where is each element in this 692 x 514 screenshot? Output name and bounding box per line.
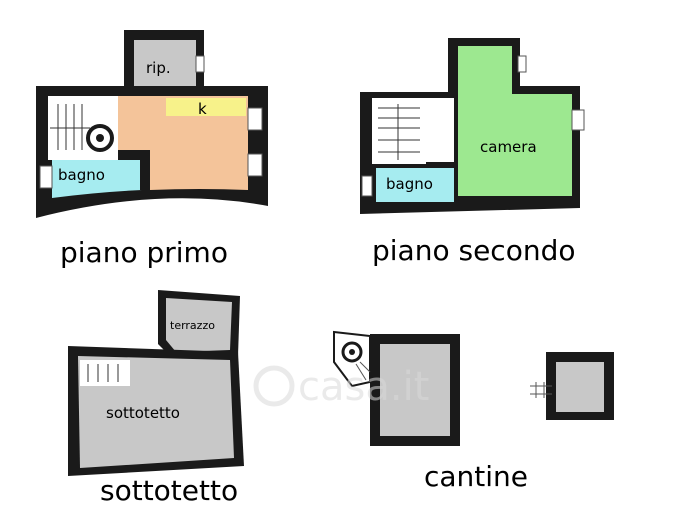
room-label-terrace: terrazzo bbox=[170, 319, 215, 332]
window bbox=[247, 153, 263, 177]
stair-area bbox=[372, 98, 426, 164]
room-label-attic: sottotetto bbox=[106, 404, 180, 422]
stair-icon bbox=[50, 104, 90, 150]
door-icon bbox=[530, 382, 552, 398]
watermark-logo-icon bbox=[253, 365, 295, 407]
room-label-storage: rip. bbox=[146, 59, 171, 77]
window bbox=[247, 107, 263, 131]
spiral-stair-icon bbox=[341, 341, 363, 363]
caption-first-floor: piano primo bbox=[60, 236, 228, 269]
window bbox=[39, 165, 53, 189]
room-label-bathroom: bagno bbox=[58, 166, 105, 184]
window bbox=[517, 55, 527, 73]
room-label-kitchen: k bbox=[198, 100, 207, 118]
cellar-entry bbox=[333, 330, 371, 388]
room-label-bedroom: camera bbox=[480, 138, 537, 156]
plan-cellars: cantine bbox=[333, 330, 614, 493]
bedroom bbox=[458, 46, 572, 196]
cellar-room-2 bbox=[556, 362, 604, 412]
watermark: casa.it bbox=[253, 364, 429, 410]
window bbox=[571, 109, 585, 131]
spiral-stair-icon bbox=[86, 124, 114, 152]
watermark-text: casa.it bbox=[298, 364, 429, 410]
window bbox=[195, 55, 205, 73]
stair-icon bbox=[87, 364, 119, 382]
kitchen-area bbox=[166, 98, 246, 116]
room-label-bathroom: bagno bbox=[386, 175, 433, 193]
plan-first-floor: rip. k bagno piano primo bbox=[36, 30, 268, 269]
terrace bbox=[166, 298, 232, 352]
bathroom-second bbox=[376, 168, 454, 202]
cellar-room-1 bbox=[380, 344, 450, 436]
storage-room bbox=[134, 40, 196, 88]
caption-cellars: cantine bbox=[424, 460, 528, 493]
living-room bbox=[118, 96, 248, 190]
caption-second-floor: piano secondo bbox=[372, 234, 575, 267]
stair-icon bbox=[378, 104, 420, 160]
window bbox=[361, 175, 373, 197]
plan-attic: terrazzo sottotetto sottotetto bbox=[68, 290, 244, 507]
bathroom-first bbox=[52, 160, 142, 198]
caption-attic: sottotetto bbox=[100, 474, 238, 507]
plan-second-floor: camera bagno piano secondo bbox=[360, 38, 585, 267]
